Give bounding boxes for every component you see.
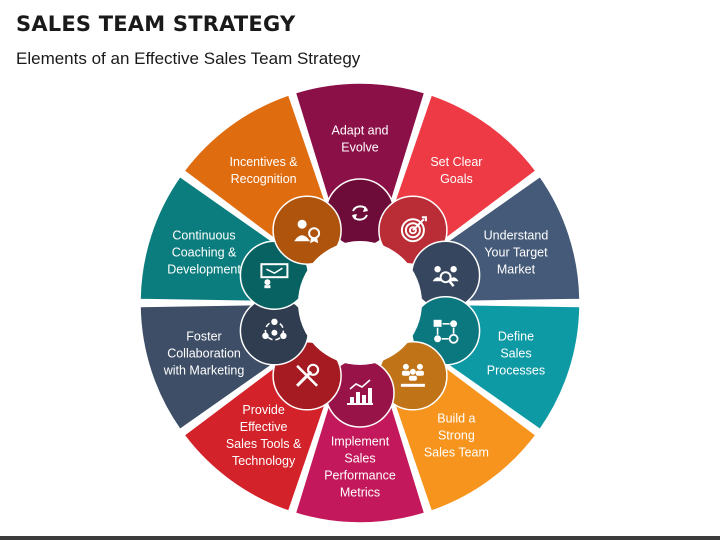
audience-magnifier-icon <box>432 265 459 287</box>
wheel-center <box>298 241 422 365</box>
segment-label: Incentives &Recognition <box>230 155 299 186</box>
presentation-board-icon <box>260 263 289 289</box>
collaboration-icon <box>262 318 287 341</box>
tools-icon <box>296 363 320 387</box>
footer-bar <box>0 536 720 540</box>
bar-chart-icon <box>347 379 373 405</box>
recycle-arrows-icon <box>352 205 368 221</box>
process-flow-icon <box>433 319 459 344</box>
page-subtitle: Elements of an Effective Sales Team Stra… <box>16 49 361 68</box>
segment-icon-badge-10 <box>272 195 342 265</box>
segment-icon-badge-5 <box>378 341 448 411</box>
team-group-icon <box>400 363 425 387</box>
target-icon <box>400 216 427 243</box>
page-title: SALES TEAM STRATEGY <box>16 12 296 36</box>
segment-icon-badge-6 <box>325 358 395 428</box>
award-person-icon <box>294 219 321 244</box>
